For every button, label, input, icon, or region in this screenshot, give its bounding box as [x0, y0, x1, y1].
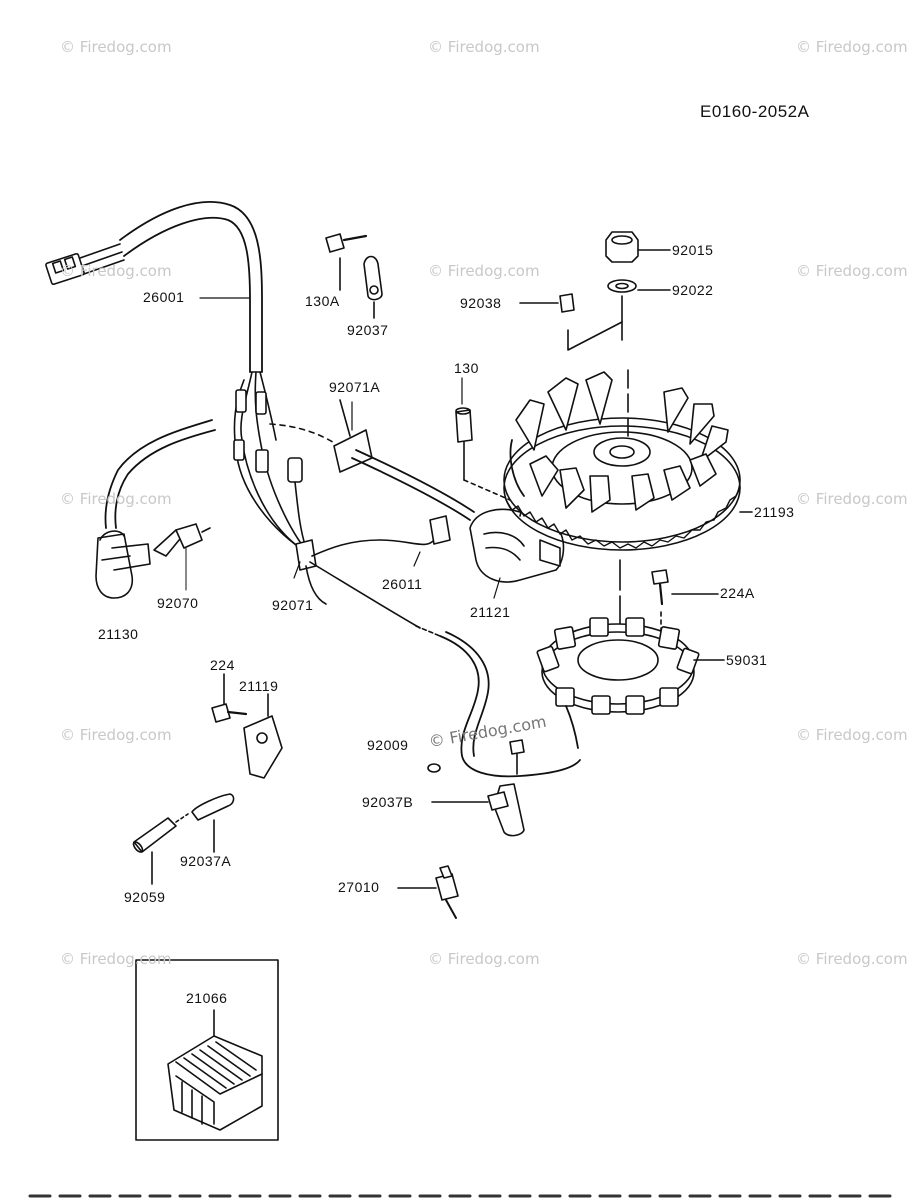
diode-21119: [243, 693, 283, 779]
label-224A: 224A: [720, 585, 755, 601]
label-92037A: 92037A: [180, 853, 232, 869]
watermark: © Firedog.com: [796, 262, 908, 280]
regulator-21066: [135, 959, 279, 1141]
watermark: © Firedog.com: [796, 490, 908, 508]
label-130A: 130A: [305, 293, 340, 309]
label-92071A: 92071A: [329, 379, 381, 395]
label-21130: 21130: [98, 626, 139, 642]
label-92037B: 92037B: [362, 794, 414, 810]
watermark: © Firedog.com: [60, 38, 172, 56]
plug-cap-21130: [95, 530, 151, 599]
clip-92037: [363, 255, 383, 319]
watermark: © Firedog.com: [428, 38, 540, 56]
washer-92022: [607, 279, 671, 441]
ignition-coil-21121: [429, 499, 565, 583]
label-21066: 21066: [186, 990, 228, 1006]
label-92059: 92059: [124, 889, 166, 905]
ignition-lead: [104, 419, 216, 529]
label-26011: 26011: [382, 576, 423, 592]
stator-lead: [415, 625, 581, 778]
watermark: © Firedog.com: [60, 726, 172, 744]
watermark: © Firedog.com: [60, 490, 172, 508]
watermark: © Firedog.com: [428, 262, 540, 280]
bolt-130A: [325, 233, 368, 291]
clamp-92037A: [191, 793, 235, 853]
bolt-130: [455, 407, 511, 501]
label-130: 130: [454, 360, 479, 376]
key-92038: [519, 293, 623, 351]
label-92015: 92015: [672, 242, 714, 258]
label-92037: 92037: [347, 322, 389, 338]
wiring-harness-26001: [45, 201, 435, 629]
watermark: © Firedog.com: [796, 38, 908, 56]
label-92071: 92071: [272, 597, 314, 613]
watermark: © Firedog.com: [428, 950, 540, 968]
screw-92009: [427, 739, 525, 775]
watermark: © Firedog.com: [796, 950, 908, 968]
label-21121: 21121: [470, 604, 511, 620]
label-21193: 21193: [754, 504, 795, 520]
label-27010: 27010: [338, 879, 380, 895]
label-59031: 59031: [726, 652, 768, 668]
lead-92071A: [269, 399, 475, 521]
label-26001: 26001: [143, 289, 185, 305]
label-224: 224: [210, 657, 235, 673]
sleeve-92059: [132, 813, 189, 885]
label-21119: 21119: [239, 678, 279, 694]
label-92009: 92009: [367, 737, 409, 753]
label-92022: 92022: [672, 282, 714, 298]
watermark: © Firedog.com: [796, 726, 908, 744]
clamp-92037B: [431, 783, 525, 837]
nut-92015: [605, 231, 671, 263]
leader-lines: [199, 297, 501, 599]
bolt-224A: [619, 559, 719, 661]
flywheel-21193: [503, 371, 753, 551]
label-92070: 92070: [157, 595, 199, 611]
bolt-224: [211, 673, 248, 723]
watermark: © Firedog.com: [60, 262, 172, 280]
drawing-code: E0160-2052A: [700, 102, 810, 121]
switch-27010: [397, 865, 459, 919]
spark-plug-92070: [153, 523, 211, 591]
stator-59031: [536, 617, 725, 749]
label-92038: 92038: [460, 295, 502, 311]
watermark: © Firedog.com: [60, 950, 172, 968]
